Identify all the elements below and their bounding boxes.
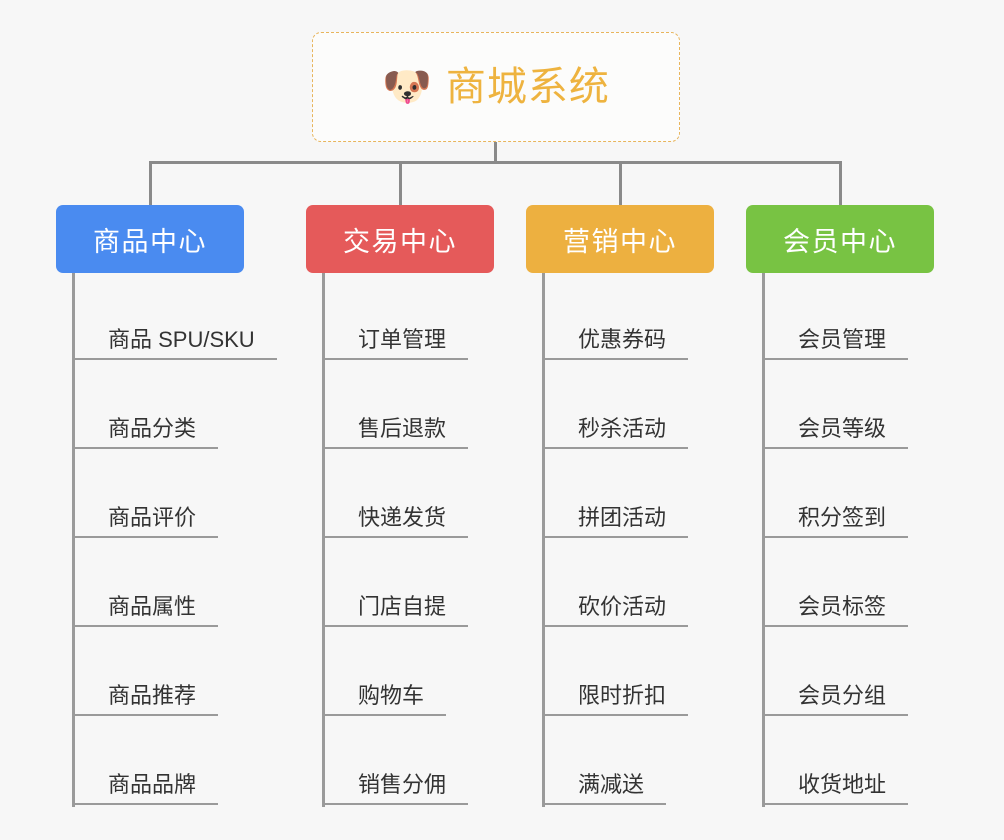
leaf-item[interactable]: 商品品牌	[72, 718, 219, 807]
leaf-item[interactable]: 砍价活动	[542, 540, 689, 629]
leaf-item[interactable]: 会员标签	[762, 540, 909, 629]
leaf-item-label: 积分签到	[762, 505, 909, 538]
leaf-item[interactable]: 会员等级	[762, 362, 909, 451]
leaf-item-label: 商品推荐	[72, 683, 219, 716]
branch-spine	[762, 273, 765, 807]
category-box-2[interactable]: 交易中心	[306, 205, 494, 273]
leaf-item-label: 商品属性	[72, 594, 219, 627]
branch-column-1: 商品 SPU/SKU 商品分类商品评价商品属性商品推荐商品品牌	[72, 273, 350, 807]
category-box-3[interactable]: 营销中心	[526, 205, 714, 273]
leaf-item[interactable]: 门店自提	[322, 540, 469, 629]
category-box-4[interactable]: 会员中心	[746, 205, 934, 273]
leaf-item[interactable]: 会员分组	[762, 629, 909, 718]
leaf-item-label: 快递发货	[322, 505, 469, 538]
leaf-item-label: 秒杀活动	[542, 416, 689, 449]
leaf-item-label: 购物车	[322, 683, 447, 716]
root-node[interactable]: 🐶 商城系统	[312, 32, 680, 142]
leaf-item[interactable]: 限时折扣	[542, 629, 689, 718]
branch-spine	[322, 273, 325, 807]
branch-spine	[72, 273, 75, 807]
leaf-item-label: 满减送	[542, 772, 667, 805]
leaf-item[interactable]: 积分签到	[762, 451, 909, 540]
leaf-item[interactable]: 收货地址	[762, 718, 909, 807]
branch-column-3: 优惠券码秒杀活动拼团活动砍价活动限时折扣满减送	[542, 273, 820, 807]
leaf-item-label: 售后退款	[322, 416, 469, 449]
leaf-item-label: 商品品牌	[72, 772, 219, 805]
leaf-item[interactable]: 拼团活动	[542, 451, 689, 540]
horizontal-bus-connector	[150, 161, 840, 164]
leaf-item-label: 商品分类	[72, 416, 219, 449]
leaf-item[interactable]: 订单管理	[322, 273, 469, 362]
leaf-item-label: 砍价活动	[542, 594, 689, 627]
leaf-item[interactable]: 会员管理	[762, 273, 909, 362]
category-label: 商品中心	[93, 226, 207, 257]
leaf-item-label: 优惠券码	[542, 327, 689, 360]
branch-drop-connector	[398, 161, 402, 205]
leaf-item[interactable]: 商品推荐	[72, 629, 219, 718]
leaf-item[interactable]: 快递发货	[322, 451, 469, 540]
leaf-item-label: 门店自提	[322, 594, 469, 627]
leaf-item-label: 商品 SPU/SKU	[72, 327, 277, 360]
category-box-1[interactable]: 商品中心	[56, 205, 244, 273]
category-label: 会员中心	[783, 226, 897, 257]
leaf-item[interactable]: 售后退款	[322, 362, 469, 451]
branch-drop-connector	[148, 161, 152, 205]
branch-column-4: 会员管理会员等级积分签到会员标签会员分组收货地址	[762, 273, 1004, 807]
leaf-item[interactable]: 商品 SPU/SKU	[72, 273, 277, 362]
root-title: 商城系统	[445, 65, 610, 109]
leaf-item-label: 销售分佣	[322, 772, 469, 805]
branch-spine	[542, 273, 545, 807]
leaf-item-label: 商品评价	[72, 505, 219, 538]
branch-column-2: 订单管理售后退款快递发货门店自提购物车销售分佣	[322, 273, 600, 807]
leaf-item-label: 限时折扣	[542, 683, 689, 716]
leaf-item[interactable]: 商品评价	[72, 451, 219, 540]
leaf-item-label: 收货地址	[762, 772, 909, 805]
branch-drop-connector	[618, 161, 622, 205]
leaf-item-label: 会员标签	[762, 594, 909, 627]
leaf-item[interactable]: 购物车	[322, 629, 447, 718]
root-stem-connector	[494, 142, 497, 163]
leaf-item[interactable]: 优惠券码	[542, 273, 689, 362]
leaf-item-label: 订单管理	[322, 327, 469, 360]
leaf-item-label: 会员分组	[762, 683, 909, 716]
leaf-item[interactable]: 商品分类	[72, 362, 219, 451]
leaf-item[interactable]: 满减送	[542, 718, 667, 807]
category-label: 营销中心	[563, 226, 677, 257]
leaf-item[interactable]: 秒杀活动	[542, 362, 689, 451]
shiba-dog-face-icon: 🐶	[382, 65, 432, 109]
leaf-item-label: 拼团活动	[542, 505, 689, 538]
leaf-item[interactable]: 商品属性	[72, 540, 219, 629]
leaf-item[interactable]: 销售分佣	[322, 718, 469, 807]
leaf-item-label: 会员管理	[762, 327, 909, 360]
branch-drop-connector	[838, 161, 842, 205]
leaf-item-label: 会员等级	[762, 416, 909, 449]
category-label: 交易中心	[343, 226, 457, 257]
